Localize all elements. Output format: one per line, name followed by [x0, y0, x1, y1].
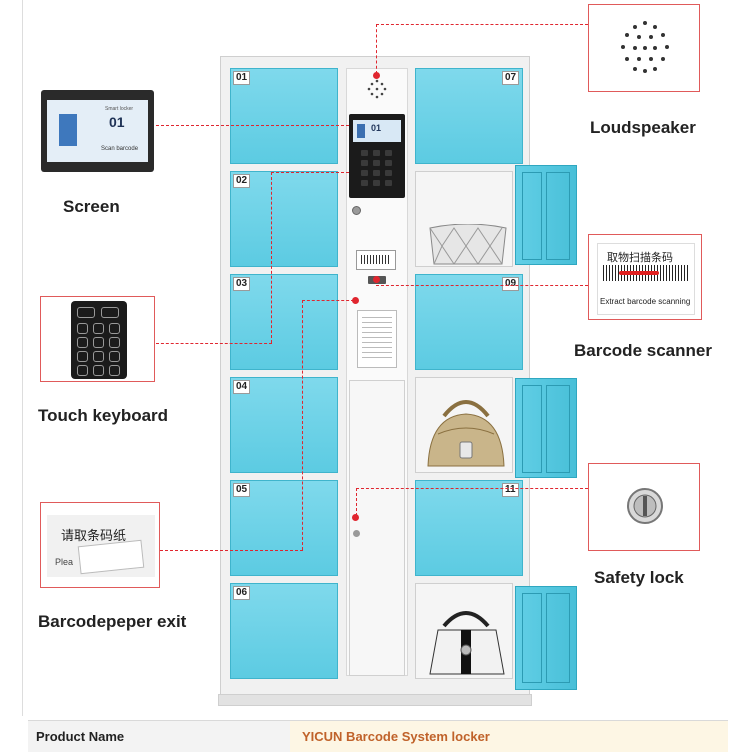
- screen-number: 01: [109, 114, 125, 130]
- loudspeaker-callout-image: [588, 4, 700, 92]
- handbag-icon: [429, 224, 507, 265]
- open-door-12[interactable]: [515, 586, 577, 690]
- barcode-scanner-label: Barcode scanner: [574, 341, 712, 360]
- scan-laser: [619, 271, 659, 275]
- locker-door-04[interactable]: 04: [230, 377, 338, 473]
- leader-line: [356, 488, 357, 516]
- screen-keypad-unit: 01: [349, 114, 405, 198]
- instruction-sticker: [357, 310, 397, 368]
- locker-compartment-10: [415, 377, 513, 473]
- loudspeaker-label: Loudspeaker: [590, 118, 696, 137]
- speaker-grille-icon: [367, 79, 387, 99]
- product-table: Product Name YICUN Barcode System locker: [28, 720, 728, 752]
- locker-compartment-12: [415, 583, 513, 679]
- handbag-icon: [427, 400, 505, 467]
- locker-door-01[interactable]: 01: [230, 68, 338, 164]
- locker-number: 06: [233, 586, 251, 600]
- callout-dot: [352, 514, 359, 521]
- locker-number: 09: [502, 277, 520, 291]
- open-door-08[interactable]: [515, 165, 577, 265]
- locker-number: 11: [502, 483, 519, 497]
- screen-display: Smart locker 01 Scan barcode: [47, 100, 148, 162]
- exit-english-text: Plea: [55, 557, 74, 567]
- leader-line: [356, 488, 588, 489]
- barcode-exit-label: Barcodepeper exit: [38, 612, 187, 631]
- screen-text: Scan barcode: [101, 146, 139, 152]
- open-door-10[interactable]: [515, 378, 577, 478]
- barcode-graphic: [59, 114, 77, 146]
- callout-dot: [373, 72, 380, 79]
- locker-door-06[interactable]: 06: [230, 583, 338, 679]
- leader-line: [376, 24, 377, 74]
- locker-door-07[interactable]: 07: [415, 68, 523, 164]
- lower-lock-icon: [353, 530, 360, 537]
- screen-header: Smart locker: [105, 106, 134, 112]
- product-name-label: Product Name: [28, 721, 290, 752]
- locker-door-09[interactable]: 09: [415, 274, 523, 370]
- leader-line: [156, 343, 272, 344]
- locker-number: 02: [233, 174, 251, 188]
- speaker-holes-icon: [621, 21, 669, 73]
- scanner-english-text: Extract barcode scanning: [600, 297, 691, 306]
- panel-lock-icon: [352, 206, 361, 215]
- cabinet-base: [218, 694, 532, 706]
- locker-door-03[interactable]: 03: [230, 274, 338, 370]
- exit-chinese-text: 请取条码纸: [61, 528, 127, 543]
- locker-number: 04: [233, 380, 251, 394]
- safety-lock-callout-image: [588, 463, 700, 551]
- keyboard-callout-image: [40, 296, 155, 382]
- lock-cylinder-icon: [627, 488, 663, 524]
- safety-lock-label: Safety lock: [594, 568, 684, 587]
- locker-number: 01: [233, 71, 251, 85]
- screen-label: Screen: [63, 197, 120, 216]
- leader-line: [376, 285, 588, 286]
- locker-number: 03: [233, 277, 251, 291]
- locker-number: 05: [233, 483, 251, 497]
- scanner-chinese-text: 取物扫描条码: [607, 252, 673, 264]
- keypad-photo: [71, 301, 127, 379]
- locker-door-05[interactable]: 05: [230, 480, 338, 576]
- barcode-exit-callout-image: 请取条码纸 Plea: [40, 502, 160, 588]
- leader-line: [376, 24, 588, 25]
- locker-number: 07: [502, 71, 520, 85]
- locker-door-02[interactable]: 02: [230, 171, 338, 267]
- mini-screen-number: 01: [371, 123, 382, 133]
- product-name-value: YICUN Barcode System locker: [290, 721, 728, 752]
- scanner-callout-image: 取物扫描条码 Extract barcode scanning: [588, 234, 702, 320]
- leader-line: [271, 172, 349, 173]
- panel-lower-door: [349, 380, 405, 676]
- page-border: [22, 0, 23, 716]
- mini-screen: 01: [353, 120, 401, 142]
- leader-line: [271, 172, 272, 343]
- barcode-paper-slot: [356, 250, 396, 270]
- callout-dot: [352, 297, 359, 304]
- handbag-icon: [429, 611, 505, 675]
- callout-dot: [373, 276, 380, 283]
- leader-line: [160, 550, 303, 551]
- locker-compartment-08: [415, 171, 513, 267]
- screen-callout-image: Smart locker 01 Scan barcode: [41, 90, 154, 172]
- leader-line: [302, 300, 303, 550]
- leader-line: [302, 300, 354, 301]
- touch-keyboard-label: Touch keyboard: [38, 406, 169, 425]
- leader-line: [156, 125, 349, 126]
- locker-door-11[interactable]: 11: [415, 480, 523, 576]
